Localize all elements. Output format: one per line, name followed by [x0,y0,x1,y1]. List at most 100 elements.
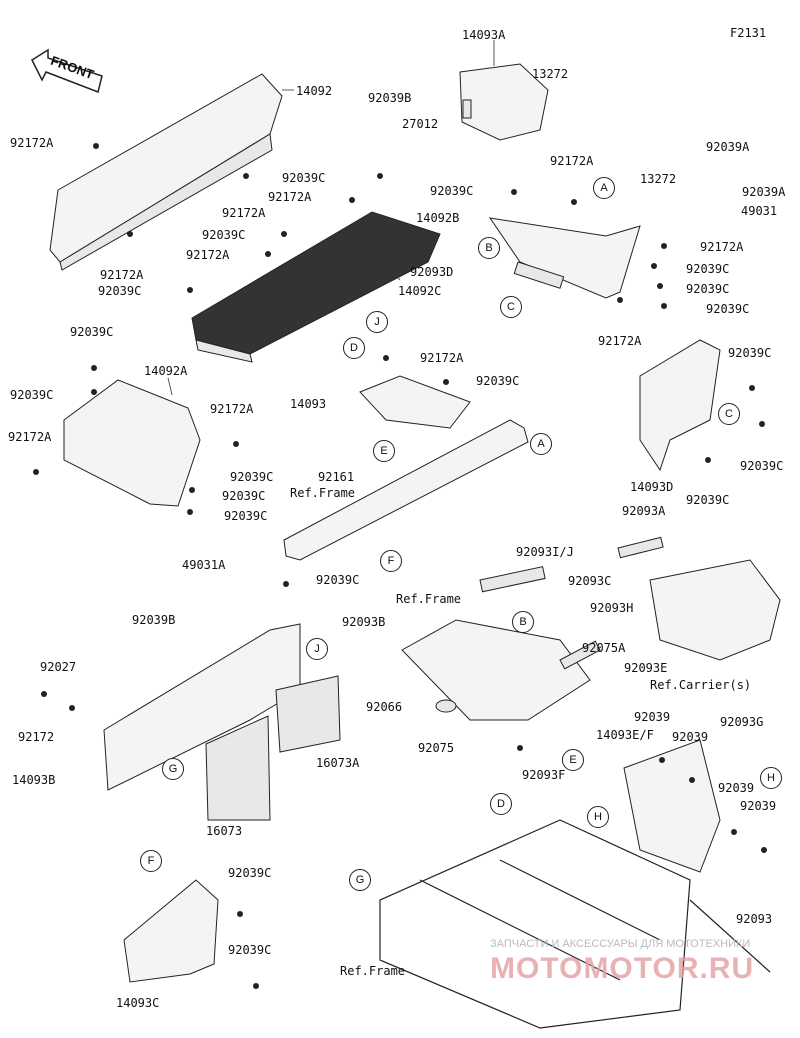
callout-cG1: G [162,758,184,780]
part-label-l65: 92039 [634,710,671,724]
part-label-l27: 14092C [398,284,442,298]
part-label-l11: 92039C [430,184,474,198]
callout-cA1: A [593,177,615,199]
part-14092 [49,73,294,271]
part-14093C [123,879,219,983]
part-label-l61: Ref.Carrier(s) [650,678,752,692]
part-label-l1: 14092 [296,84,333,98]
part-label-l14: 92039A [706,140,750,154]
part-14093EF [623,739,721,873]
part-label-l69: 92039 [718,781,755,795]
part-label-l49: 92093B [342,615,386,629]
part-label-l70: 92039 [740,799,777,813]
part-label-l52: 14093B [12,773,56,787]
part-label-l66: 14093E/F [596,728,654,742]
front-arrow-icon [31,48,103,94]
ref-frame-beam [283,419,529,561]
part-label-l38: 92039C [476,374,520,388]
part-label-l34: 92039C [222,489,266,503]
figure-code: F2131 [730,26,767,40]
part-label-l41: 92039C [728,346,772,360]
part-label-l73: 14093C [116,996,160,1010]
part-label-l39: 92161 [318,470,355,484]
part-14093A [459,40,549,141]
part-label-l46: 49031A [182,558,226,572]
part-label-l58: 92093H [590,601,634,615]
callout-cF2: F [140,850,162,872]
watermark-text: ЗАПЧАСТИ И АКСЕССУАРЫ ДЛЯ МОТОТЕХНИКИ [490,938,751,950]
watermark-logo: MOTOMOTOR.RU [490,952,755,985]
part-label-l4: 92172A [100,268,144,282]
part-label-l59: 92075A [582,641,626,655]
part-label-l18: 92039C [686,262,730,276]
part-label-l30: 92039C [10,388,54,402]
part-label-l24: 92172A [268,190,312,204]
callout-cF1: F [380,550,402,572]
callout-cB1: B [478,237,500,259]
callout-cJ1: J [366,311,388,333]
part-label-l68: 92093G [720,715,764,729]
part-label-l57: 92093C [568,574,612,588]
part-14093B [103,623,341,821]
callout-cG2: G [349,869,371,891]
middle-frame [401,566,601,721]
part-label-l44: 92039C [686,493,730,507]
part-14093D [639,339,721,472]
part-label-l75: Ref.Frame [340,964,406,978]
part-label-l8: 13272 [532,67,569,81]
part-label-l12: 14092B [416,211,460,225]
part-label-l74: 92093 [736,912,773,926]
part-label-l60: 92093E [624,661,668,675]
part-label-l23: 92039C [282,171,326,185]
part-label-l6: 14093A [462,28,506,42]
part-label-l17: 92172A [700,240,744,254]
part-label-l7: 92039B [368,91,412,105]
part-label-l43: 14093D [630,480,674,494]
part-label-l53: 16073A [316,756,360,770]
callout-cH2: H [587,806,609,828]
part-label-l5: 92039C [98,284,142,298]
part-label-l54: 16073 [206,824,243,838]
callout-cB2: B [512,611,534,633]
part-label-l25: 92039C [202,228,246,242]
part-14093 [359,375,471,429]
ref-carrier [617,536,781,661]
callout-cH1: H [760,767,782,789]
part-label-l37: 14093 [290,397,327,411]
part-label-l51: 92172 [18,730,55,744]
part-label-l72: 92039C [228,943,272,957]
part-label-l20: 92039C [706,302,750,316]
part-label-l50: 92027 [40,660,77,674]
main-frame [379,819,771,1029]
part-14092B [488,217,641,299]
part-label-l13: 13272 [640,172,677,186]
part-label-l16: 49031 [741,204,778,218]
part-label-l71: 92039C [228,866,272,880]
part-label-l45: 92093A [622,504,666,518]
part-label-l31: 92172A [210,402,254,416]
part-label-l47: 92039C [316,573,360,587]
part-14092A [63,377,201,507]
callout-cJ2: J [306,638,328,660]
part-label-l40: Ref.Frame [290,486,356,500]
part-label-l28: 92039C [70,325,114,339]
callout-cE1: E [373,440,395,462]
callout-cA2: A [530,433,552,455]
part-label-l26: 92172A [186,248,230,262]
part-label-l10: 92172A [550,154,594,168]
part-label-l64: 92093F [522,768,566,782]
part-label-l2: 92172A [10,136,54,150]
part-label-l35: 92039C [224,509,268,523]
part-label-l36: 92172A [420,351,464,365]
fasteners [33,143,767,989]
part-label-l29: 14092A [144,364,188,378]
part-label-l15: 92039A [742,185,786,199]
part-label-l21: 92172A [598,334,642,348]
part-label-l33: 92039C [230,470,274,484]
part-14092C [191,211,441,363]
part-label-l63: 92075 [418,741,455,755]
part-label-l32: 92172A [8,430,52,444]
callout-cD2: D [490,793,512,815]
part-label-l67: 92039 [672,730,709,744]
